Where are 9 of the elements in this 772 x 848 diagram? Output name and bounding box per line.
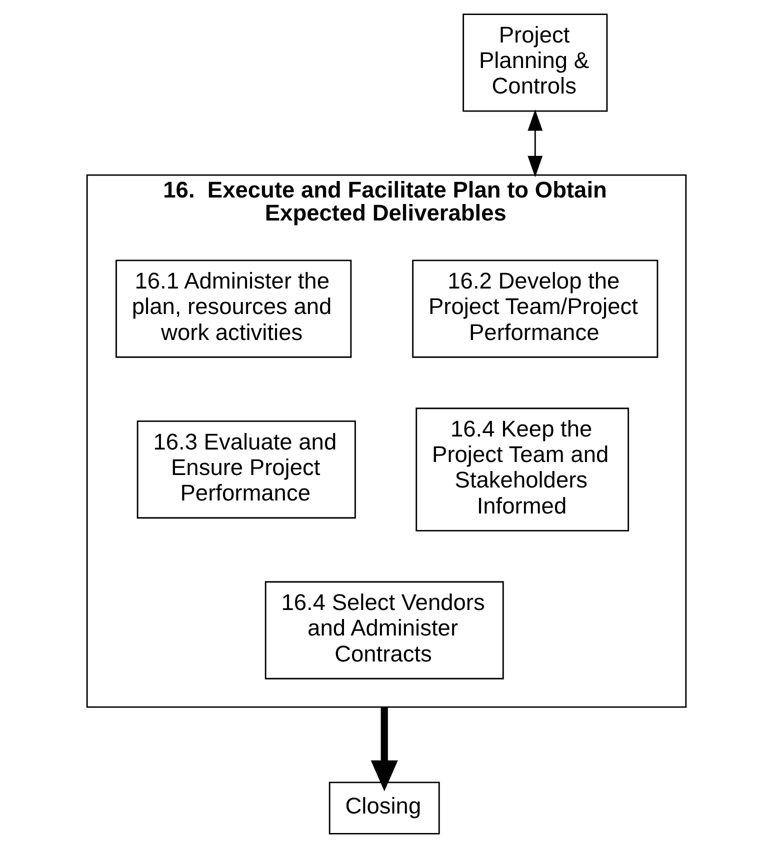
node-box: 16.4 Select Vendors and Administer Contracts	[264, 581, 504, 680]
arrow	[370, 707, 398, 792]
arrow	[527, 109, 542, 178]
node-box: 16.1 Administer the plan, resources and work activities	[115, 260, 352, 358]
node-box: 16.2 Develop the Project Team/Project Performance	[412, 260, 658, 358]
node-box: Project Planning & Controls	[462, 14, 608, 112]
node-box: Closing	[328, 782, 440, 834]
node-box: 16.3 Evaluate and Ensure Project Performance	[136, 420, 356, 519]
node-box: 16.4 Keep the Project Team and Stakeholders Informed	[415, 408, 629, 532]
